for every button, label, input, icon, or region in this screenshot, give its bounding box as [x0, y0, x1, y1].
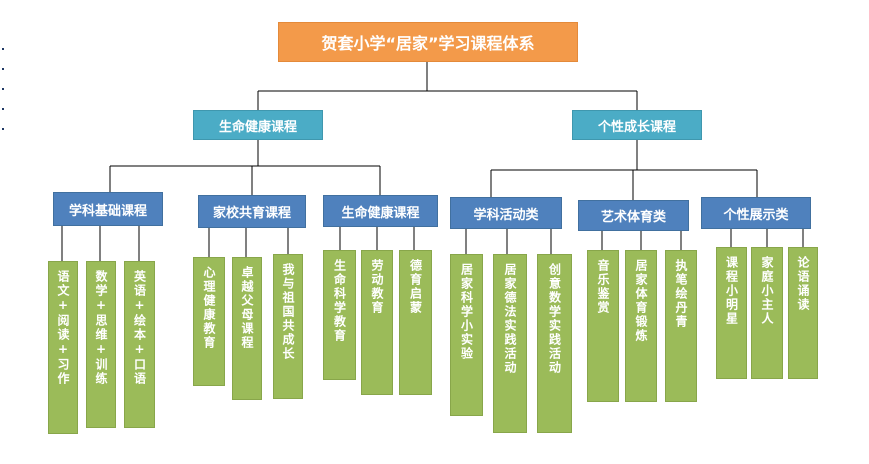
margin-mark — [2, 108, 4, 110]
item-grow-with-motherland: 我与祖国共成长 — [273, 254, 303, 399]
item-chinese-reading-writing: 语文+阅读+习作 — [48, 261, 78, 434]
item-labor-education: 劳动教育 — [361, 250, 393, 395]
item-math-thinking-training: 数学+思维+训练 — [86, 261, 116, 428]
diagram-title: 贺套小学“居家”学习课程体系 — [278, 22, 578, 62]
category-personal-growth: 个性成长课程 — [572, 110, 702, 140]
group-subject-basics: 学科基础课程 — [53, 192, 163, 226]
item-moral-enlightenment: 德育启蒙 — [399, 250, 432, 395]
item-home-science-experiment: 居家科学小实验 — [450, 254, 483, 416]
group-life-health: 生命健康课程 — [323, 195, 438, 227]
item-mental-health: 心理健康教育 — [193, 257, 225, 386]
margin-mark — [2, 68, 4, 70]
item-course-star: 课程小明星 — [716, 247, 747, 379]
item-creative-math-practice: 创意数学实践活动 — [537, 254, 572, 433]
margin-mark — [2, 128, 4, 130]
group-personal-showcase: 个性展示类 — [701, 197, 811, 229]
margin-mark — [2, 48, 4, 50]
margin-mark — [2, 88, 4, 90]
item-life-science: 生命科学教育 — [323, 250, 356, 380]
category-life-health: 生命健康课程 — [193, 110, 323, 140]
item-english-picturebook-speaking: 英语+绘本+口语 — [124, 261, 155, 428]
group-arts-sports: 艺术体育类 — [578, 200, 689, 231]
item-analects-recitation: 论语诵读 — [788, 247, 818, 379]
item-excellent-parents: 卓越父母课程 — [232, 257, 262, 400]
group-subject-activities: 学科活动类 — [450, 197, 562, 229]
item-music-appreciation: 音乐鉴赏 — [587, 250, 619, 402]
item-home-sports: 居家体育锻炼 — [625, 250, 657, 402]
item-family-little-host: 家庭小主人 — [751, 247, 783, 379]
item-home-moral-law-practice: 居家德法实践活动 — [493, 254, 527, 433]
group-home-school: 家校共育课程 — [198, 195, 306, 228]
item-painting: 执笔绘丹青 — [665, 250, 697, 402]
